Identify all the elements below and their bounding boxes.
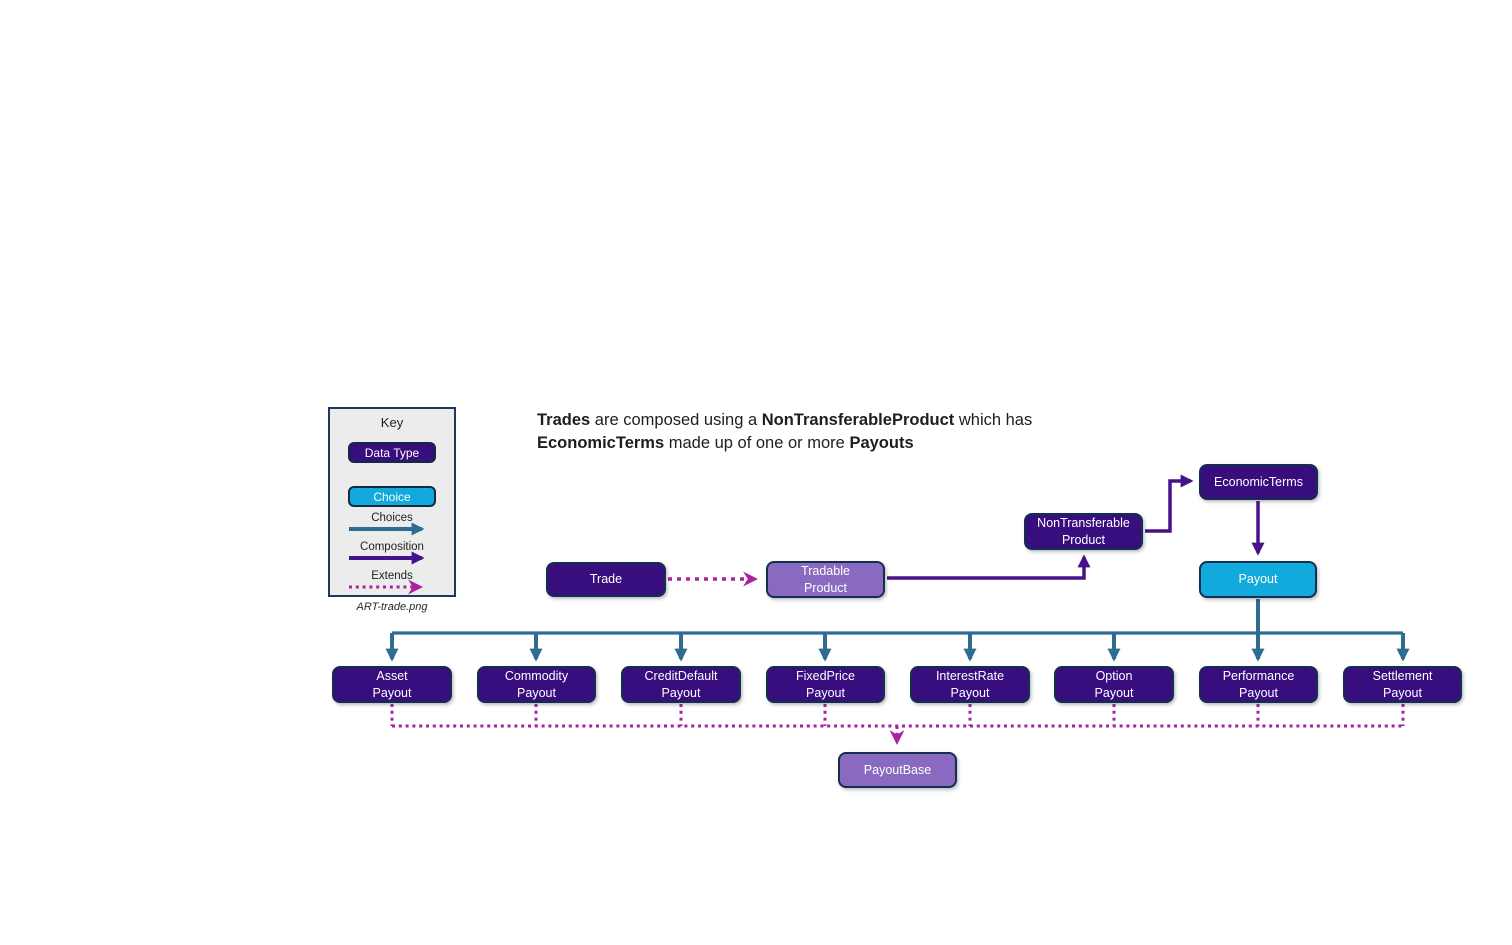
node-payout: Payout: [1199, 561, 1317, 598]
key-caption: ART-trade.png: [356, 601, 428, 613]
choices-arrow-icon: [349, 522, 425, 536]
node-non-transferable-product: NonTransferable Product: [1024, 513, 1143, 550]
title-segment: Payouts: [849, 434, 914, 452]
node-option-payout: Option Payout: [1054, 666, 1174, 703]
edge-nontransferableproduct-economicterms: [1145, 474, 1194, 533]
title-segment: EconomicTerms: [537, 434, 665, 452]
node-fixed-price-payout: FixedPrice Payout: [766, 666, 885, 703]
node-settlement-payout: Settlement Payout: [1343, 666, 1462, 703]
title-segment: are composed using a: [590, 411, 762, 429]
title-segment: made up of one or more: [664, 434, 850, 452]
key-extends-row: Extends: [346, 570, 438, 595]
node-economic-terms: EconomicTerms: [1199, 464, 1318, 500]
node-credit-default-payout: CreditDefault Payout: [621, 666, 741, 703]
key-composition-label: Composition: [360, 541, 424, 553]
key-title: Key: [380, 415, 404, 430]
extends-arrow-icon: [349, 579, 423, 595]
node-trade: Trade: [546, 562, 666, 597]
key-data-type-swatch: Data Type: [348, 442, 436, 463]
node-payout-base: PayoutBase: [838, 752, 957, 788]
key-legend: Key Data Type Choice Choices Composition…: [328, 407, 456, 597]
key-choices-label: Choices: [371, 512, 413, 524]
node-tradable-product: Tradable Product: [766, 561, 885, 598]
diagram-title: Trades are composed using a NonTransfera…: [537, 409, 1051, 455]
key-choices-row: Choices: [346, 512, 438, 536]
composition-arrow-icon: [349, 551, 425, 565]
node-commodity-payout: Commodity Payout: [477, 666, 596, 703]
key-extends-label: Extends: [371, 570, 413, 582]
node-performance-payout: Performance Payout: [1199, 666, 1318, 703]
node-interest-rate-payout: InterestRate Payout: [910, 666, 1030, 703]
title-segment: Trades: [537, 411, 591, 429]
title-segment: NonTransferableProduct: [761, 411, 955, 429]
title-segment: which has: [954, 411, 1033, 429]
node-asset-payout: Asset Payout: [332, 666, 452, 703]
edge-tradableproduct-nontransferableproduct: [887, 554, 1091, 580]
key-choice-swatch: Choice: [348, 486, 436, 507]
key-composition-row: Composition: [346, 541, 438, 565]
